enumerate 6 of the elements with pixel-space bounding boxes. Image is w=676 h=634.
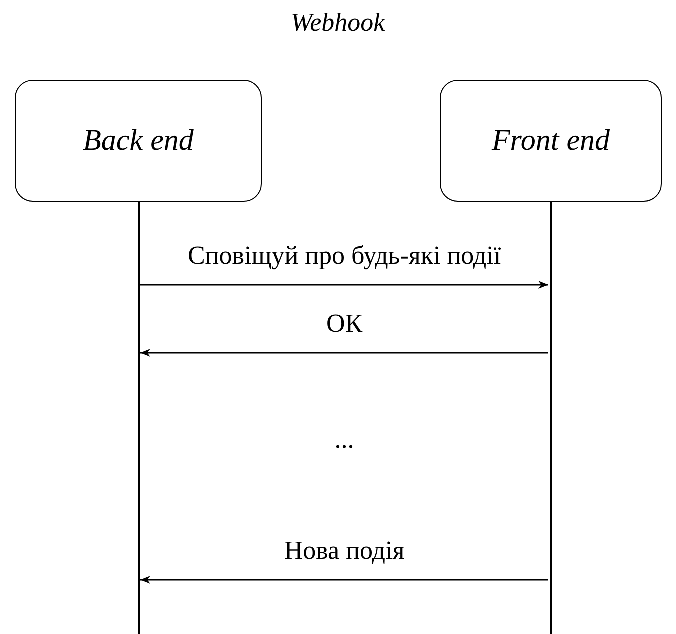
participant-name: Back end xyxy=(83,124,194,158)
participant-name: Front end xyxy=(492,124,610,158)
message-arrow xyxy=(140,349,548,357)
message-arrow xyxy=(140,281,548,289)
message-arrow xyxy=(140,576,548,584)
diagram-title: Webhook xyxy=(290,8,386,38)
